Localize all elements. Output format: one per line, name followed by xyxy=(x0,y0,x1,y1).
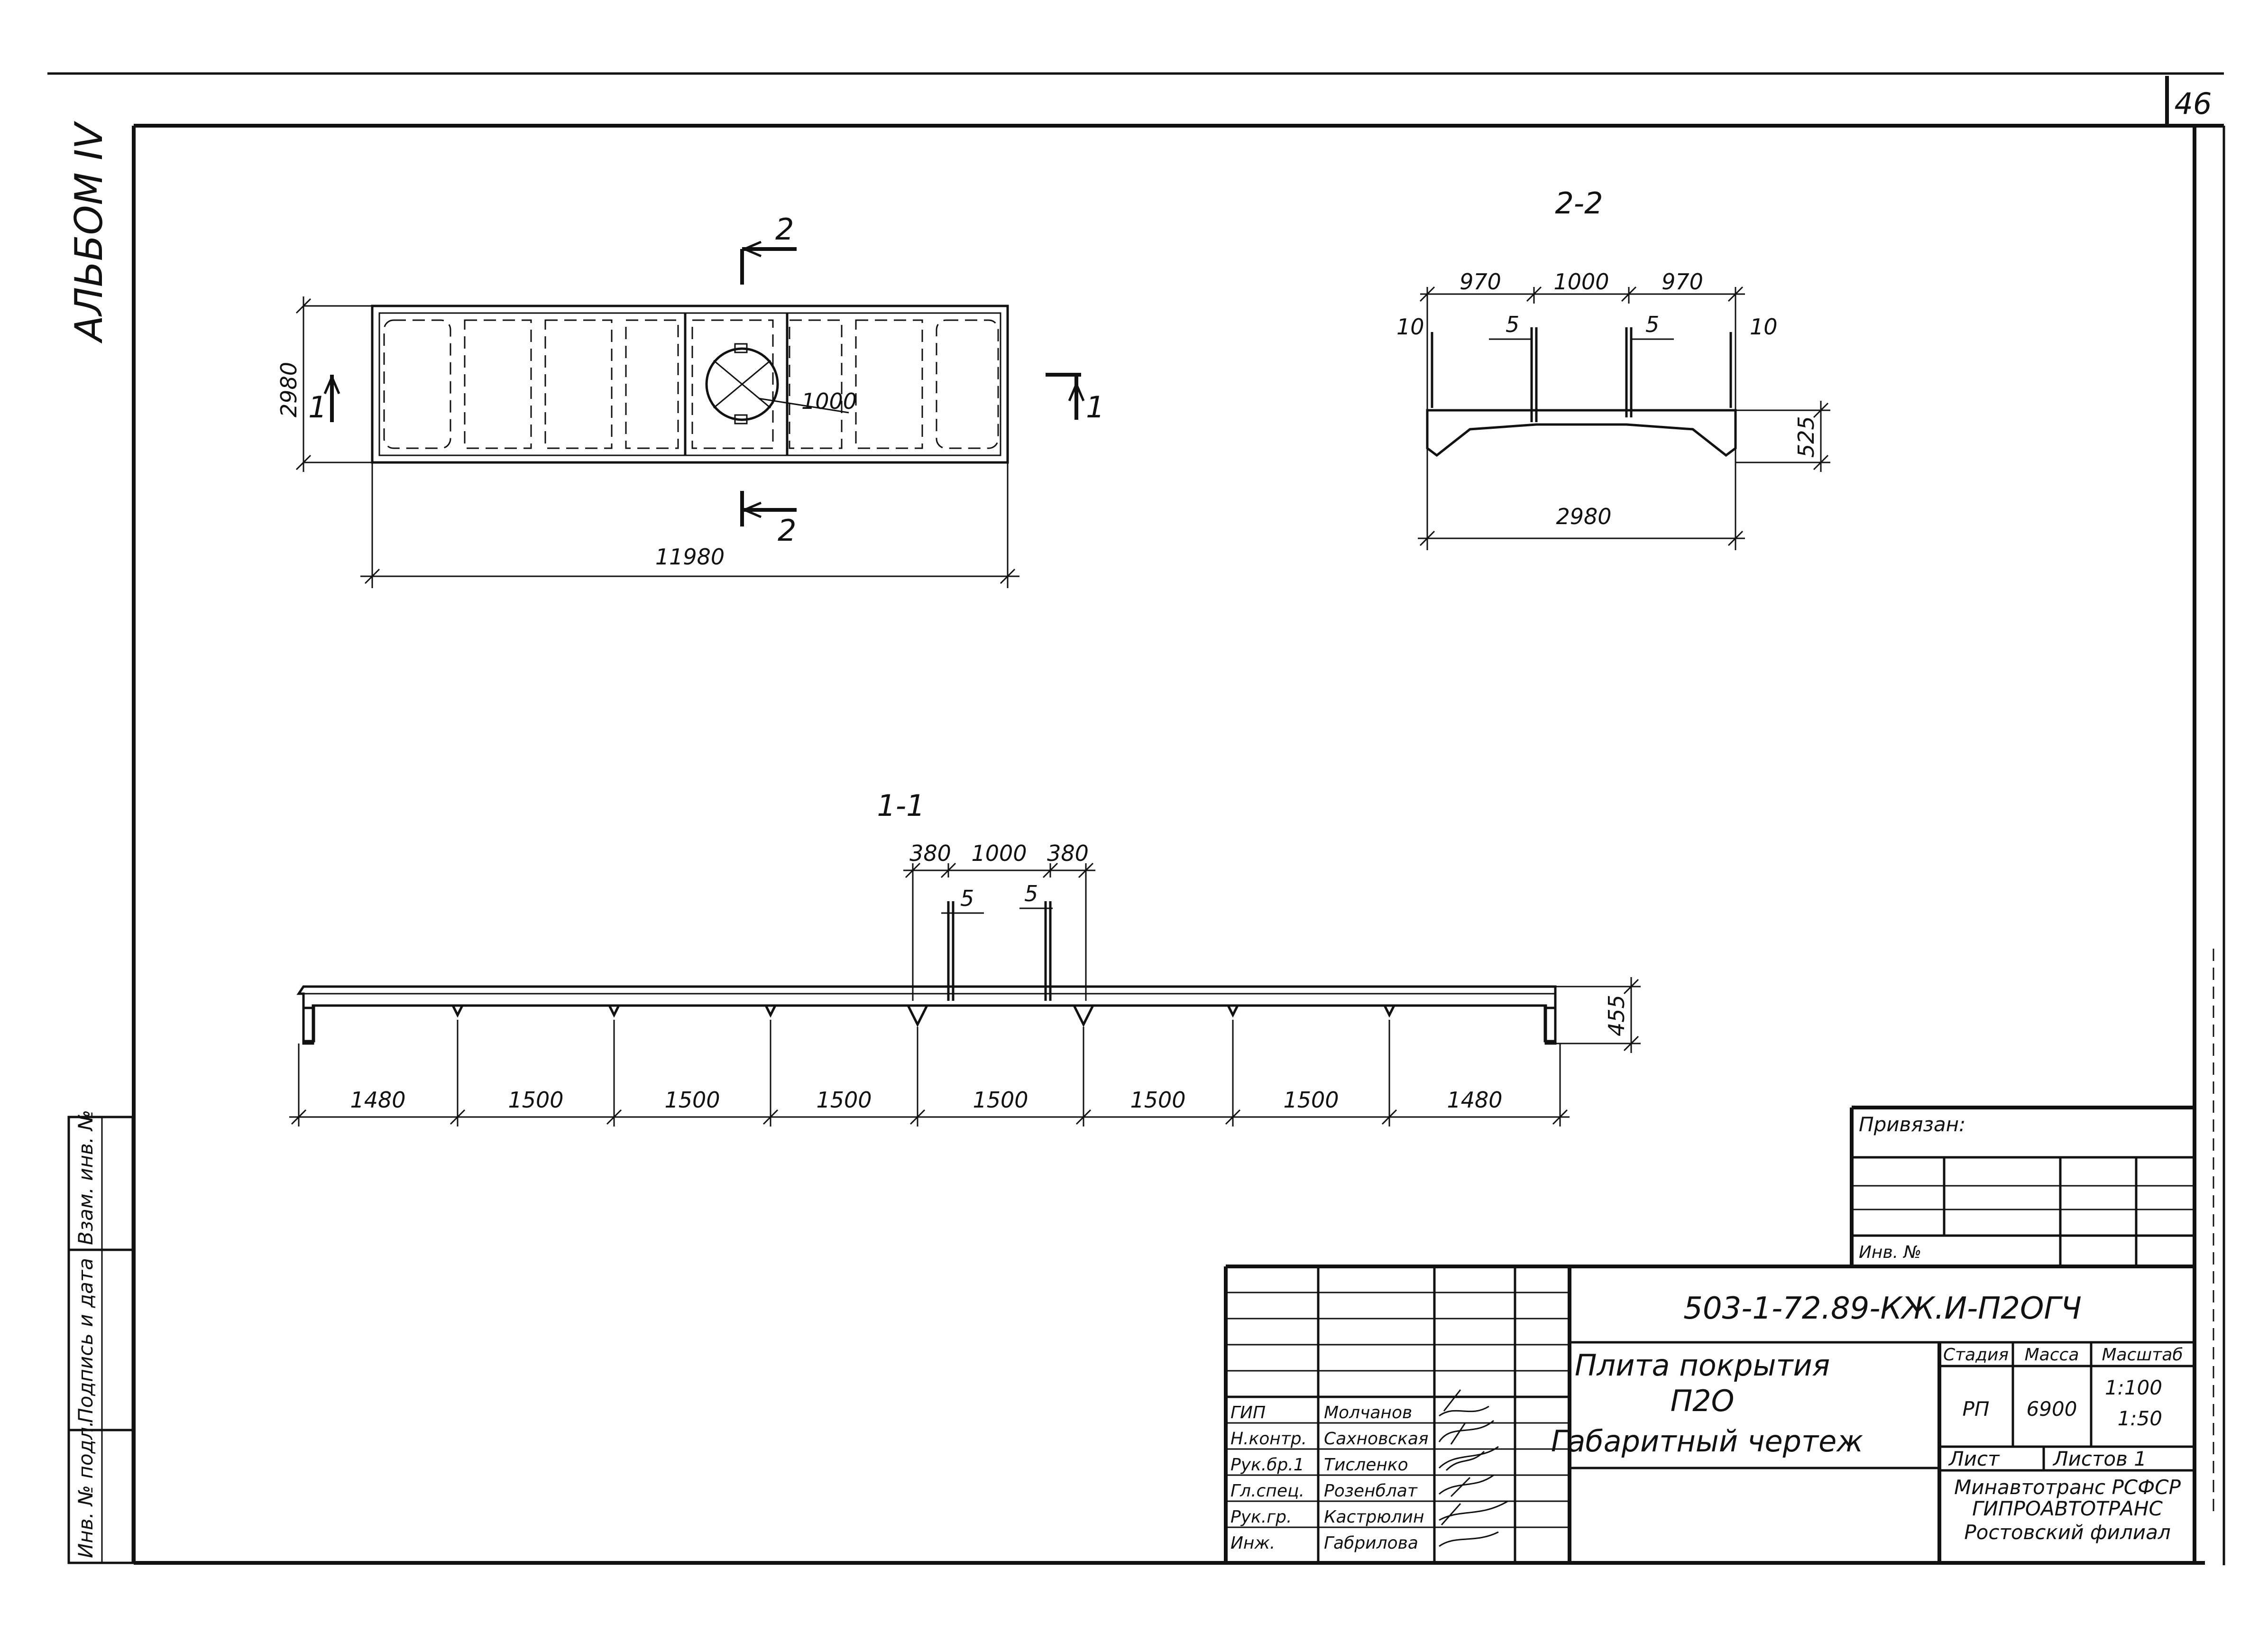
s22-width-dim: 2980 xyxy=(1556,504,1611,529)
plan-width-dim: 2980 xyxy=(276,362,302,417)
left-margin-stamp: Инв. № подл. Подпись и дата Взам. инв. № xyxy=(67,1110,134,1564)
sheet-label: Лист xyxy=(1948,1447,2000,1470)
mass-header: Масса xyxy=(2025,1345,2079,1365)
s11-top-dim-1: 380 xyxy=(909,840,951,866)
sheets-label: Листов 1 xyxy=(2052,1447,2147,1470)
drawing-code: 503-1-72.89-КЖ.И-П2ОГЧ xyxy=(1683,1291,2082,1326)
stage-value: РП xyxy=(1963,1397,1990,1421)
scale-header: Масштаб xyxy=(2102,1345,2183,1365)
s11-bottom-dim-4: 1500 xyxy=(816,1087,872,1113)
s11-bottom-dim-2: 1500 xyxy=(508,1087,563,1113)
s11-wall-left: 5 xyxy=(960,886,974,911)
s11-top-dim-3: 380 xyxy=(1047,840,1089,866)
stage-header: Стадия xyxy=(1943,1345,2009,1365)
stamp-inv-label: Инв. № подл. xyxy=(74,1421,97,1558)
s22-dim-2: 1000 xyxy=(1553,269,1609,295)
s22-wall-left: 5 xyxy=(1506,312,1519,337)
s11-top-dim-2: 1000 xyxy=(971,840,1027,866)
page-number-box: 46 xyxy=(2165,76,2212,126)
opening-circle xyxy=(705,347,779,421)
name-rukbr: Тисленко xyxy=(1324,1455,1408,1475)
album-label: АЛЬБОМ IV xyxy=(67,120,111,344)
name-inzh: Габрилова xyxy=(1324,1533,1418,1553)
section-2-2-title: 2-2 xyxy=(1555,186,1603,221)
svg-text:1: 1 xyxy=(308,390,327,425)
scale-value-2: 1:50 xyxy=(2118,1407,2162,1430)
signature-marks xyxy=(1438,1389,1508,1547)
s22-wall-right: 5 xyxy=(1645,312,1659,337)
s11-bottom-dim-5: 1500 xyxy=(973,1087,1028,1113)
stamp-sign-label: Подпись и дата xyxy=(74,1258,97,1423)
section-2-2: 2-2 970 1000 970 10 10 5 5 xyxy=(1396,186,1830,550)
binding-block: Привязан: Инв. № xyxy=(1850,1106,2195,1266)
title-line-2: П2О xyxy=(1671,1384,1735,1418)
page-number: 46 xyxy=(2175,86,2212,121)
section-mark-1-left: 1 xyxy=(308,375,340,425)
s11-bottom-dim-6: 1500 xyxy=(1130,1087,1185,1113)
s11-bottom-dim-1: 1480 xyxy=(350,1087,405,1113)
role-rukgr: Рук.гр. xyxy=(1230,1507,1292,1527)
name-rukgr: Кастрюлин xyxy=(1324,1507,1424,1527)
s11-wall-right: 5 xyxy=(1024,881,1038,906)
scale-value-1: 1:100 xyxy=(2105,1376,2162,1399)
s22-height-dim: 525 xyxy=(1793,416,1819,458)
section-1-1-title: 1-1 xyxy=(877,788,925,823)
sheet-frame xyxy=(132,124,2225,1565)
role-nkontr: Н.контр. xyxy=(1230,1429,1307,1449)
s11-bottom-dim-3: 1500 xyxy=(664,1087,720,1113)
svg-text:2: 2 xyxy=(775,212,794,247)
s22-edge-left: 10 xyxy=(1396,314,1424,340)
binding-label: Привязан: xyxy=(1859,1113,1965,1136)
title-line-1: Плита покрытия xyxy=(1575,1348,1830,1383)
section-mark-2-bottom: 2 xyxy=(740,491,797,548)
plan-view: 1000 2980 11980 1 1 xyxy=(276,212,1104,588)
plan-opening-dim: 1000 xyxy=(801,388,857,414)
org-line-2: ГИПРОАВТОТРАНС xyxy=(1972,1497,2163,1520)
mass-value: 6900 xyxy=(2027,1397,2077,1421)
s22-dim-1: 970 xyxy=(1460,269,1501,295)
s11-bottom-dim-7: 1500 xyxy=(1283,1087,1339,1113)
stamp-replace-label: Взам. инв. № xyxy=(74,1110,97,1245)
org-line-3: Ростовский филиал xyxy=(1964,1521,2170,1544)
role-inzh: Инж. xyxy=(1230,1533,1275,1553)
binding-inv-label: Инв. № xyxy=(1859,1243,1921,1262)
title-block: ГИП Молчанов Н.контр. Сахновская Рук.бр.… xyxy=(1224,1265,2195,1563)
role-gip: ГИП xyxy=(1230,1403,1266,1422)
title-line-3: Габаритный чертеж xyxy=(1551,1424,1863,1459)
s11-height-dim: 455 xyxy=(1604,995,1629,1036)
name-nkontr: Сахновская xyxy=(1324,1429,1429,1449)
s22-edge-right: 10 xyxy=(1750,314,1778,340)
plan-length-dim: 11980 xyxy=(655,544,725,570)
svg-text:1: 1 xyxy=(1086,390,1104,425)
name-gip: Молчанов xyxy=(1324,1403,1412,1422)
role-rukbr: Рук.бр.1 xyxy=(1230,1455,1304,1475)
s11-bottom-dim-8: 1480 xyxy=(1447,1087,1502,1113)
s22-dim-3: 970 xyxy=(1662,269,1703,295)
org-line-1: Минавтотранс РСФСР xyxy=(1954,1476,2181,1499)
svg-text:2: 2 xyxy=(778,513,796,548)
section-mark-2-top: 2 xyxy=(740,212,797,285)
section-mark-1-right: 1 xyxy=(1046,373,1104,425)
section-1-1: 1-1 380 1000 380 5 5 xyxy=(289,788,1641,1126)
role-glspec: Гл.спец. xyxy=(1230,1481,1304,1501)
name-glspec: Розенблат xyxy=(1324,1481,1418,1501)
